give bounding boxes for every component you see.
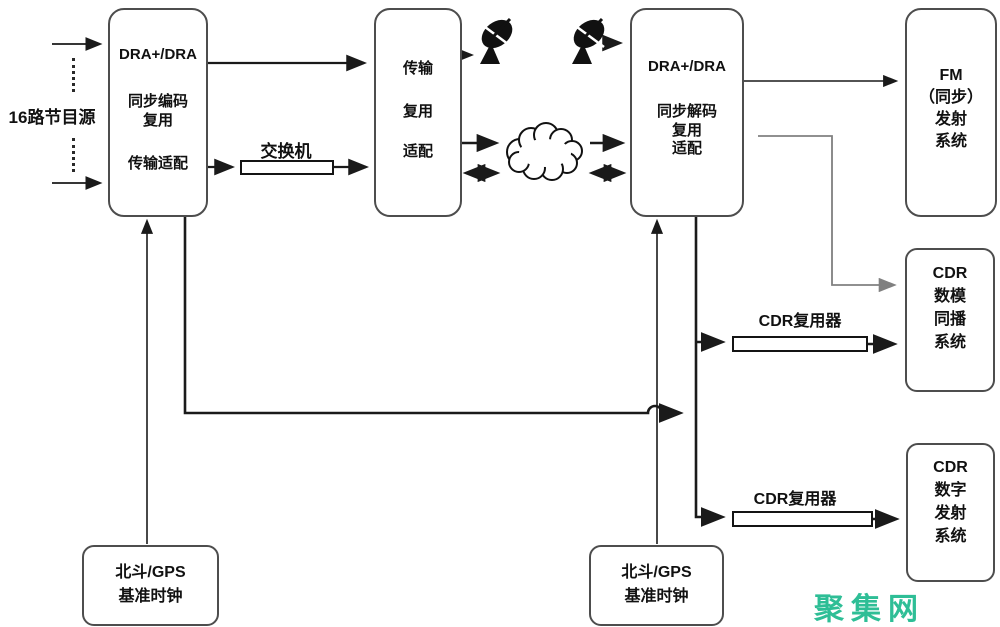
box-text-line: 复用 bbox=[142, 112, 173, 129]
box-text-line: 数模 bbox=[933, 288, 966, 305]
fm-tx-box: FM （同步） 发射 系统 bbox=[905, 8, 997, 217]
cdr-digital-box: CDR 数字 发射 系统 bbox=[906, 443, 995, 582]
encoder-box: DRA+/DRA 同步编码 复用 传输适配 bbox=[108, 8, 208, 217]
line-decoder-trunk bbox=[694, 212, 726, 527]
box-text-line: 复用 bbox=[402, 103, 433, 120]
line-decoder-to-cdr-simulcast bbox=[758, 135, 897, 293]
cdr-mux-upper-label: CDR复用器 bbox=[758, 313, 842, 330]
box-text-line: 系统 bbox=[934, 528, 967, 545]
box-text-line: 基准时钟 bbox=[118, 588, 183, 605]
box-text-line: 数字 bbox=[934, 482, 967, 499]
satellite-dish-icon bbox=[480, 17, 513, 64]
switch-label: 交换机 bbox=[260, 142, 312, 161]
box-text-line: 同播 bbox=[933, 311, 966, 328]
box-text-line: 北斗/GPS bbox=[115, 564, 186, 581]
box-text-line: CDR bbox=[932, 265, 968, 282]
box-text-line: DRA+/DRA bbox=[648, 58, 726, 75]
box-text-line: FM bbox=[939, 67, 963, 84]
clock-left-box: 北斗/GPS 基准时钟 bbox=[82, 545, 219, 626]
box-text-line: 系统 bbox=[933, 334, 966, 351]
box-text-line: 基准时钟 bbox=[624, 588, 689, 605]
box-text-line: DRA+/DRA bbox=[119, 46, 197, 63]
box-text-line: 传输 bbox=[402, 60, 433, 77]
satellite-dish-icon bbox=[572, 17, 605, 64]
cdr-mux-lower-device bbox=[732, 511, 873, 527]
box-text-line: （同步） bbox=[918, 89, 983, 106]
cdr-simulcast-box: CDR 数模 同播 系统 bbox=[905, 248, 995, 392]
source-label: 16路节目源 bbox=[8, 108, 96, 127]
box-text-line: 同步解码 bbox=[656, 103, 717, 120]
transmux-box: 传输 复用 适配 bbox=[374, 8, 462, 217]
switch-device bbox=[240, 160, 334, 175]
box-text-line: 适配 bbox=[402, 143, 433, 160]
box-text-line: 发射 bbox=[934, 505, 967, 522]
box-text-line: 同步编码 bbox=[127, 93, 188, 110]
box-text-line: 系统 bbox=[934, 133, 967, 150]
cdr-mux-lower-label: CDR复用器 bbox=[753, 491, 837, 508]
box-text-line: 传输适配 bbox=[127, 155, 188, 172]
box-text-line: 复用 bbox=[671, 122, 702, 139]
line-encoder-trunk bbox=[183, 212, 684, 423]
box-text-line: 北斗/GPS bbox=[621, 564, 692, 581]
clock-right-box: 北斗/GPS 基准时钟 bbox=[589, 545, 724, 626]
box-text-line: 适配 bbox=[671, 140, 702, 157]
cdr-mux-upper-device bbox=[732, 336, 868, 352]
ellipsis-dots-bottom bbox=[72, 138, 75, 172]
decoder-box: DRA+/DRA 同步解码 复用 适配 bbox=[630, 8, 744, 217]
site-watermark: 聚集网 bbox=[814, 593, 925, 626]
box-text-line: CDR bbox=[933, 459, 968, 476]
cloud-icon bbox=[506, 122, 583, 181]
box-text-line: 发射 bbox=[934, 111, 967, 128]
ellipsis-dots-top bbox=[72, 58, 75, 92]
